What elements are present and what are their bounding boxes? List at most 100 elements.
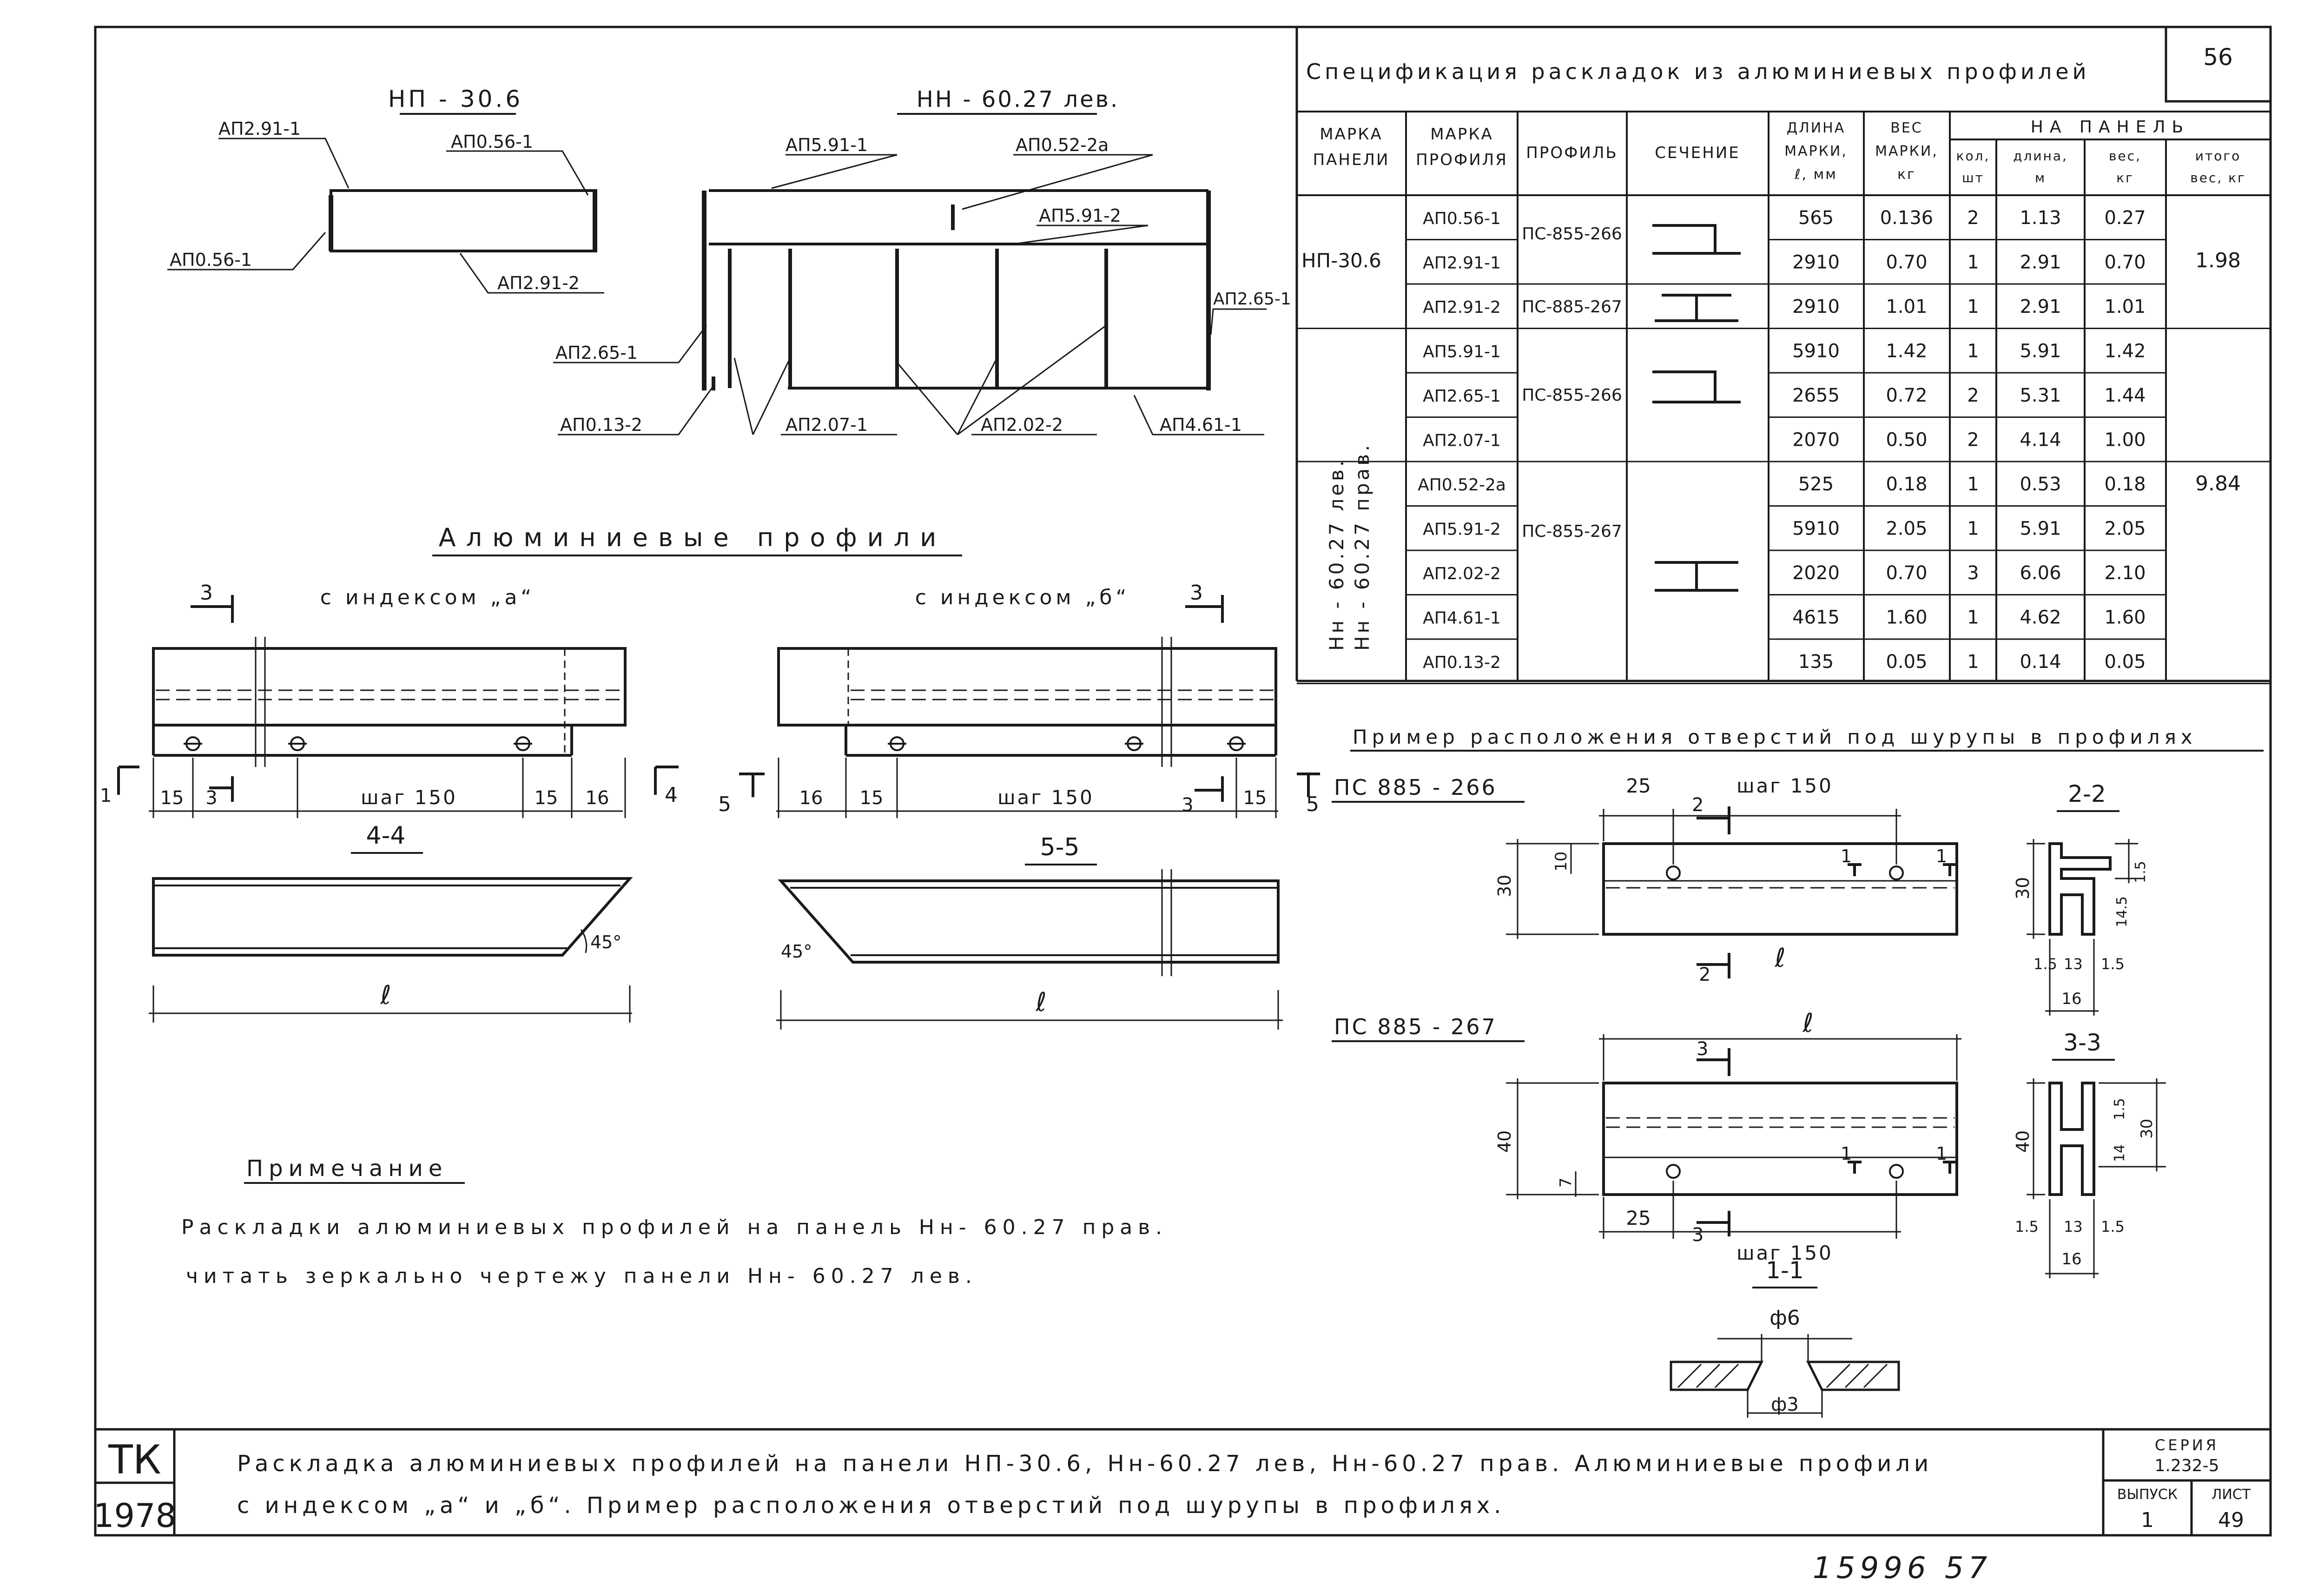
s33-d30: 30: [2138, 1119, 2156, 1139]
h267-step: шаг 150: [1736, 1242, 1833, 1264]
dim-a-16: 16: [586, 787, 609, 809]
series-label: СЕРИЯ: [2155, 1436, 2219, 1454]
dim-a-step: шаг 150: [361, 786, 457, 809]
svg-text:МАРКИ,: МАРКИ,: [1784, 143, 1848, 159]
spec-table: Спецификация раскладок из алюминиевых пр…: [1297, 44, 2271, 684]
angle-45-b: 45°: [781, 941, 812, 962]
sheet-value: 49: [2218, 1508, 2244, 1532]
ps267-label: ПС 885 - 267: [1334, 1014, 1497, 1039]
note-line-2: читать зеркально чертежу панели Нн- 60.2…: [186, 1264, 977, 1288]
h267-m3a: 3: [1697, 1038, 1708, 1060]
table-cell: 1.01: [2104, 296, 2146, 317]
table-cell: 2070: [1792, 429, 1840, 451]
table-cell: 5.91: [2020, 518, 2061, 540]
sec-2-2-label: 2-2: [2068, 780, 2106, 807]
sheet-frame: [94, 26, 2272, 1537]
s33-d15: 1.5: [2112, 1098, 2128, 1120]
s22-d15: 1.5: [2133, 861, 2149, 883]
table-cell: 1.60: [2104, 607, 2146, 628]
table-cell: 2910: [1792, 296, 1840, 317]
nn6027-label-1: АП5.91-1: [786, 135, 868, 155]
table-cell: 2: [1967, 207, 1979, 229]
issue-value: 1: [2141, 1508, 2154, 1532]
nn6027-label-8: АП2.02-2: [981, 415, 1063, 435]
nn6027-label-7: АП2.07-1: [786, 415, 868, 435]
svg-text:вес,: вес,: [2109, 148, 2141, 164]
table-cell: 1.00: [2104, 429, 2146, 451]
dim-a-15: 15: [160, 787, 184, 809]
dim-b-15: 15: [860, 787, 884, 809]
h266-d25: 25: [1626, 774, 1651, 797]
s22-d15b: 1.5: [2101, 955, 2125, 973]
ps266-label: ПС 885 - 266: [1334, 775, 1497, 800]
svg-text:м: м: [2035, 170, 2046, 185]
nn6027-label-5: АП2.65-1: [1213, 290, 1291, 309]
h267-m1b: 1: [1936, 1143, 1947, 1164]
table-cell: 1: [1967, 607, 1979, 628]
table-cell: 1: [1967, 651, 1979, 673]
sheet-label: ЛИСТ: [2212, 1486, 2251, 1503]
svg-text:кг: кг: [2116, 170, 2134, 185]
hdr-panel-mark: МАРКА: [1320, 125, 1383, 144]
h267-d40: 40: [1494, 1130, 1515, 1153]
svg-text:ℓ, мм: ℓ, мм: [1794, 166, 1837, 183]
total-np306: 1.98: [2195, 249, 2241, 272]
mark-5-right: 5: [1306, 793, 1319, 816]
svg-text:кг: кг: [1897, 166, 1916, 183]
holes-title: Пример расположения отверстий под шурупы…: [1353, 726, 2197, 748]
dim-a-15b: 15: [535, 787, 558, 809]
h267-d7: 7: [1557, 1177, 1575, 1188]
nn6027-label-9: АП4.61-1: [1160, 415, 1242, 435]
total-nn6027: 9.84: [2195, 472, 2241, 495]
table-cell: 5.31: [2020, 385, 2061, 406]
dim-b-3: 3: [1182, 794, 1193, 816]
holes-example: Пример расположения отверстий под шурупы…: [1332, 726, 2264, 1418]
group-profile-1: ПС-855-266: [1522, 225, 1622, 244]
group-profile-3: ПС-855-266: [1522, 386, 1622, 405]
s11-d3: ф3: [1771, 1394, 1799, 1415]
hdr-profile-mark: МАРКА: [1430, 125, 1493, 144]
stamp-tk: ТК: [108, 1437, 161, 1483]
table-cell: 1: [1967, 518, 1979, 540]
nn6027-label-3: АП5.91-2: [1039, 205, 1121, 226]
hdr-per-panel: НА ПАНЕЛЬ: [2031, 118, 2190, 137]
svg-text:вес, кг: вес, кг: [2190, 170, 2246, 185]
h266-m2a: 2: [1692, 794, 1703, 816]
s33-d14: 14: [2112, 1144, 2128, 1162]
h266-d10: 10: [1552, 852, 1571, 872]
hdr-panel-mark-2: ПАНЕЛИ: [1313, 151, 1390, 169]
table-cell: 2: [1967, 429, 1979, 451]
table-cell: 1.42: [1886, 341, 1927, 362]
table-cell: 1.44: [2104, 385, 2146, 406]
angle-45-a: 45°: [590, 932, 621, 952]
spec-table-title: Спецификация раскладок из алюминиевых пр…: [1306, 59, 2090, 84]
h266-m1b: 1: [1936, 846, 1947, 866]
drawing-np306: НП - 30.6 АП2.91-1 АП0.56-1 АП0.56-1 АП2…: [167, 86, 604, 294]
sec-3-3-label: 3-3: [2063, 1029, 2101, 1056]
table-cell: 5.91: [2020, 341, 2061, 362]
table-cell: 3: [1967, 562, 1979, 584]
footer-number: 15996 57: [1813, 1551, 1992, 1585]
s33-d15b: 1.5: [2101, 1218, 2125, 1235]
mark-5-left: 5: [718, 793, 731, 816]
h267-d25: 25: [1626, 1207, 1651, 1229]
h266-length: ℓ: [1774, 943, 1785, 973]
table-cell: 0.18: [2104, 474, 2146, 495]
table-cell: 4.62: [2020, 607, 2061, 628]
dim-b-step: шаг 150: [997, 786, 1094, 809]
s33-d16: 16: [2061, 1250, 2081, 1268]
table-cell: АП2.91-1: [1423, 254, 1501, 273]
np306-label-2: АП0.56-1: [451, 132, 533, 152]
h266-d30: 30: [1494, 875, 1515, 897]
np306-label-3: АП0.56-1: [170, 250, 252, 270]
hdr-profile-mark-2: ПРОФИЛЯ: [1416, 151, 1508, 169]
table-cell: АП0.13-2: [1423, 653, 1501, 672]
table-cell: 1.01: [1886, 296, 1927, 317]
nn6027-title: НН - 60.27 лев.: [917, 86, 1119, 112]
